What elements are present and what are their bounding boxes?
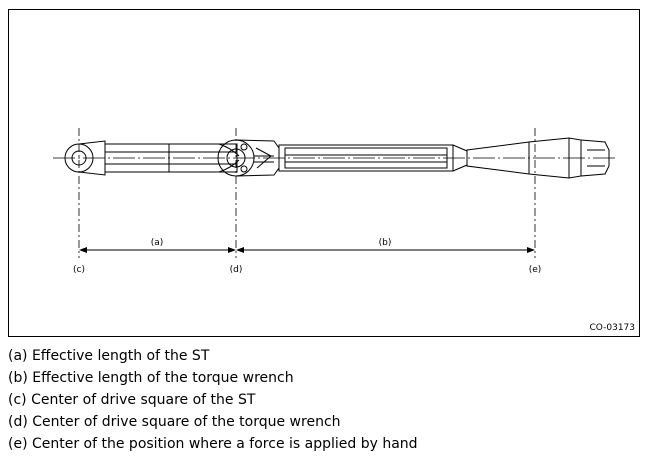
figure-code: CO-03173 xyxy=(589,323,636,333)
label-d: (d) xyxy=(230,265,243,275)
legend-item-a: (a) Effective length of the ST xyxy=(8,348,210,364)
legend-item-e: (e) Center of the position where a force… xyxy=(8,436,418,452)
torque-wrench-body xyxy=(278,144,468,172)
torque-wrench-diagram: (a) (b) (c) (d) (e) xyxy=(53,128,615,275)
diagram-frame: (a) (b) (c) (d) (e) CO-03173 xyxy=(8,9,640,337)
label-a: (a) xyxy=(151,238,164,248)
legend-list: (a) Effective length of the ST (b) Effec… xyxy=(8,345,418,455)
dimension-arrowheads xyxy=(79,247,535,253)
torque-wrench-grip xyxy=(466,137,610,179)
label-e: (e) xyxy=(529,265,542,275)
legend-item-c: (c) Center of drive square of the ST xyxy=(8,392,256,408)
label-b: (b) xyxy=(379,238,392,248)
legend-item-d: (d) Center of drive square of the torque… xyxy=(8,414,341,430)
legend-item-b: (b) Effective length of the torque wrenc… xyxy=(8,370,294,386)
label-c: (c) xyxy=(73,265,85,275)
